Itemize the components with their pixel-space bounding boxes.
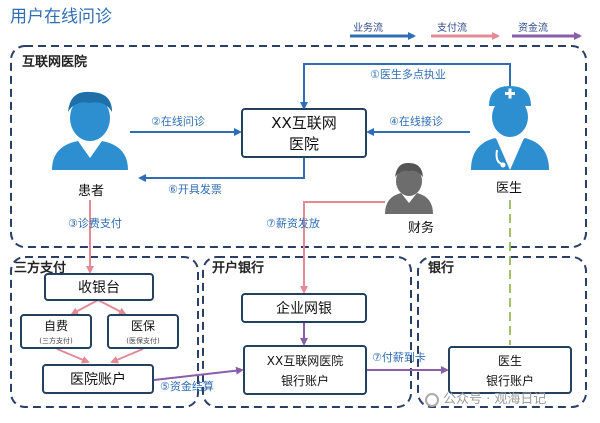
legend-payment-label: 支付流 xyxy=(437,23,467,34)
edge-e3-label: ③诊费支付 xyxy=(68,217,122,230)
region-bank xyxy=(417,256,587,408)
wechat-icon xyxy=(425,392,439,407)
edge-e1-label: ①医生多点执业 xyxy=(370,68,446,81)
region-third-party-payment xyxy=(10,256,199,408)
hospital-node: XX互联网 医院 xyxy=(241,108,367,158)
edge-cashier-selfpay xyxy=(70,299,99,315)
self-pay-label: 自费 xyxy=(43,319,68,333)
edge-e5-line xyxy=(153,366,244,381)
edge-cashier-insurance xyxy=(97,299,127,315)
edge-e6-label: ⑥开具发票 xyxy=(168,183,222,196)
legend-business-label: 业务流 xyxy=(353,23,383,34)
watermark-text: 公众号 · 观海日记 xyxy=(443,392,547,407)
hospital-account-node: 医院账户 xyxy=(42,364,154,394)
doctor-bank-account-line1: 医生 xyxy=(497,353,522,368)
hospital-bank-account-line1: XX互联网医院 xyxy=(266,353,344,368)
corporate-bank-node: 企业网银 xyxy=(241,293,367,323)
edge-e7b-label: ⑦付薪到卡 xyxy=(372,351,426,364)
edge-e7-label: ⑦薪资发放 xyxy=(266,217,320,230)
hospital-bank-account-node: XX互联网医院 银行账户 xyxy=(243,345,367,395)
region-third-party-payment-label: 三方支付 xyxy=(14,261,67,276)
doctor-icon xyxy=(471,86,549,170)
region-internet-hospital xyxy=(10,45,587,248)
edge-e6-line xyxy=(138,157,305,182)
region-bank-label: 银行 xyxy=(428,261,455,276)
watermark: 公众号 · 观海日记 xyxy=(425,388,546,407)
finance-label: 财务 xyxy=(408,221,435,236)
self-pay-node: 自费 (三方支付) xyxy=(20,314,92,349)
edge-e1-line xyxy=(300,63,511,110)
corporate-bank-label: 企业网银 xyxy=(276,301,332,317)
region-internet-hospital-label: 互联网医院 xyxy=(22,55,88,70)
edge-e2-label: ②在线问诊 xyxy=(151,115,205,128)
edge-e7-line xyxy=(300,201,385,294)
insurance-node: 医保 (医保支付) xyxy=(107,314,179,349)
patient-label: 患者 xyxy=(78,184,105,199)
hospital-node-line1: XX互联网 xyxy=(271,114,337,132)
doctor-bank-account-line2: 银行账户 xyxy=(485,373,534,388)
region-account-bank-label: 开户银行 xyxy=(212,261,265,276)
edge-selfpay-account xyxy=(56,348,90,364)
cashier-node: 收银台 xyxy=(44,273,154,301)
legend-funds-label: 资金流 xyxy=(518,23,548,34)
insurance-sub: (医保支付) xyxy=(126,337,160,345)
region-account-bank xyxy=(202,256,412,408)
doctor-bank-account-node: 医生 银行账户 xyxy=(448,346,572,394)
cashier-label: 收银台 xyxy=(78,280,120,296)
insurance-label: 医保 xyxy=(130,319,155,333)
edge-insurance-account xyxy=(110,348,144,364)
doctor-label: 医生 xyxy=(496,181,523,196)
hospital-node-line2: 医院 xyxy=(288,135,319,153)
finance-icon xyxy=(385,162,433,214)
hospital-account-label: 医院账户 xyxy=(70,372,126,388)
edge-e5-label: ⑤资金结算 xyxy=(160,380,214,393)
patient-icon xyxy=(52,91,128,170)
page-title: 用户在线问诊 xyxy=(10,7,112,27)
self-pay-sub: (三方支付) xyxy=(39,337,73,345)
hospital-bank-account-line2: 银行账户 xyxy=(280,373,329,388)
edge-e4-label: ④在线接诊 xyxy=(389,115,443,128)
